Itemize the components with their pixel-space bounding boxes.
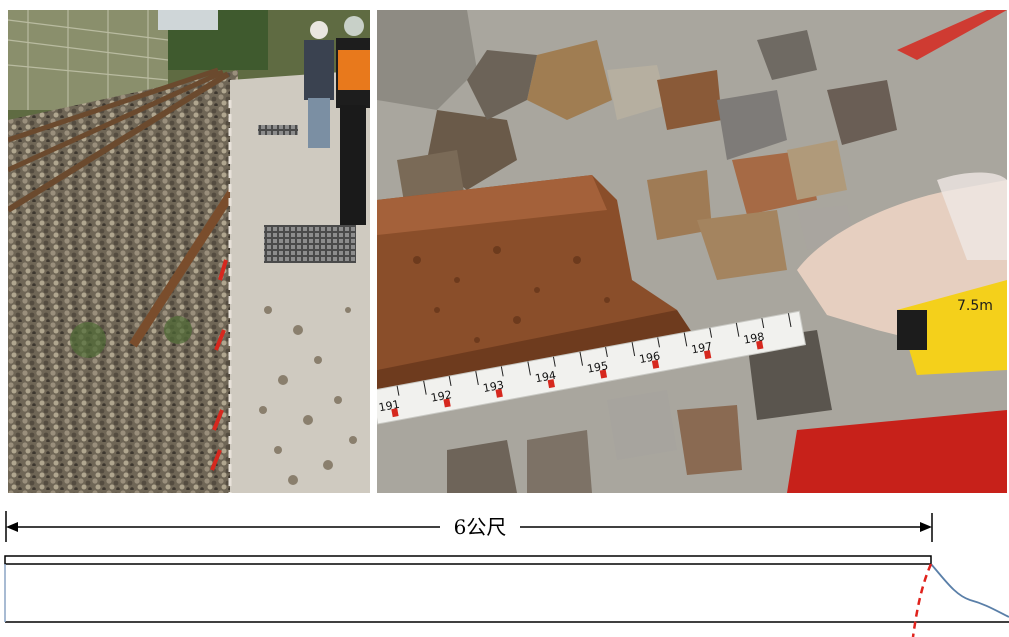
rail-head [4,555,932,565]
tape-tick-label: 194 [534,369,557,386]
drain-grate [264,225,356,263]
deformed-rail-curve [930,563,1009,618]
dimension-label: 6公尺 [440,512,520,542]
track-photo [8,10,370,493]
tape-tick-label: 191 [378,398,401,415]
measurement-photo: 191 192 193 194 195 196 197 198 7.5m [377,10,1007,493]
tape-tick-label: 192 [430,388,453,405]
worker-figure [336,16,370,225]
dimension-arrow-right [920,522,932,532]
displaced-rail [129,172,247,348]
worker-figure [304,21,334,148]
ballast-stones [377,10,897,493]
red-warning-flag [787,410,1007,493]
tape-tick-label: 198 [742,330,765,347]
track-scene [8,10,370,493]
tape-measure-case: 7.5m [897,280,1007,375]
concrete-walkway [230,70,370,493]
break-line [911,563,933,637]
measurement-scene: 191 192 193 194 195 196 197 198 7.5m [377,10,1007,493]
tape-measure: 191 192 193 194 195 196 197 198 [377,310,807,425]
tape-tick-label: 196 [638,349,661,366]
tape-tick-label: 197 [690,340,713,357]
tape-tick-label: 193 [482,378,505,395]
dimension-arrow-left [6,522,18,532]
tape-tick-label: 195 [586,359,609,376]
tape-brand-label: 7.5m [957,298,993,314]
